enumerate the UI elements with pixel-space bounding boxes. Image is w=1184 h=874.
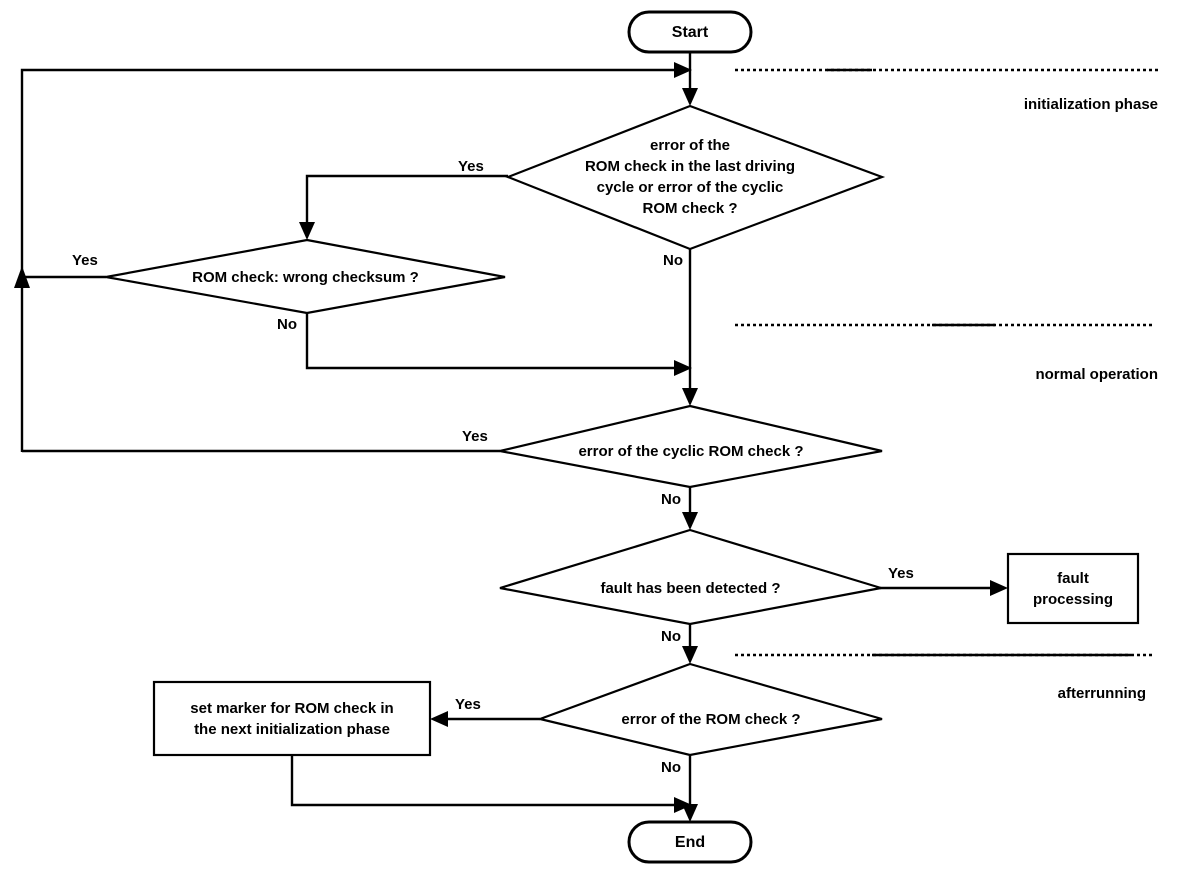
end-terminator-shape <box>627 820 753 864</box>
branch-label-checksum-yes: Yes <box>72 252 98 269</box>
phase-label-afterrunning: afterrunning <box>1057 685 1146 702</box>
set-marker-line-1: set marker for ROM check in <box>190 699 394 717</box>
decision-cyclic-rom-line-1: error of the cyclic ROM check ? <box>578 442 804 460</box>
branch-label-rom-check-no: No <box>661 759 681 776</box>
decision-init-rom-line-3: cycle or error of the cyclic <box>596 179 784 196</box>
fault-processing-line-2: processing <box>1032 590 1114 608</box>
decision-fault-detected-line-1: fault has been detected ? <box>600 579 781 597</box>
branch-label-fault-detected-yes: Yes <box>888 565 914 582</box>
connector-checksum-yes-to-loopback <box>14 266 106 288</box>
decision-checksum-line-1: ROM check: wrong checksum ? <box>192 268 419 286</box>
start-terminator-label: Start <box>629 12 751 52</box>
decision-cyclic-rom-shape <box>499 404 883 489</box>
decision-rom-check-label: error of the ROM check ? <box>540 700 882 738</box>
connector-set-marker-to-end <box>290 755 692 813</box>
decision-checksum-label: ROM check: wrong checksum ? <box>106 258 505 296</box>
connector-rom-yes-to-set-marker <box>430 711 540 727</box>
branch-label-cyclic-rom-yes: Yes <box>462 428 488 445</box>
decision-checksum-shape <box>105 238 506 315</box>
decision-fault-detected-label: fault has been detected ? <box>500 569 881 607</box>
connector-cyclic-no-to-fault-decision <box>682 487 698 530</box>
connector-start-to-init-decision <box>682 52 698 106</box>
fault-processing-line-1: fault <box>1057 569 1089 587</box>
process-set-marker-label: set marker for ROM check in the next ini… <box>154 682 430 755</box>
decision-cyclic-rom-label: error of the cyclic ROM check ? <box>500 432 882 470</box>
decision-init-rom-line-1: error of the <box>649 137 730 154</box>
branch-label-init-rom-yes: Yes <box>458 158 484 175</box>
end-label-text: End <box>674 833 706 851</box>
branch-label-cyclic-rom-no: No <box>661 491 681 508</box>
process-fault-processing-shape <box>1006 552 1140 625</box>
phase-label-normal-operation: normal operation <box>1035 366 1158 383</box>
connector-checksum-no-to-spine <box>305 313 692 376</box>
decision-init-rom-line-4: ROM check ? <box>642 200 738 217</box>
set-marker-line-2: the next initialization phase <box>194 720 390 738</box>
connector-fault-yes-to-fault-processing <box>880 580 1008 596</box>
connector-init-no-spine <box>682 249 698 406</box>
connector-fault-no-to-rom-decision <box>682 624 698 664</box>
connector-init-yes-to-checksum <box>299 174 508 240</box>
process-fault-processing-label: fault processing <box>1008 554 1138 623</box>
start-terminator-shape <box>627 10 753 54</box>
decision-init-rom-shape <box>504 104 886 251</box>
phase-label-initialization-phase: initialization phase <box>1023 96 1158 113</box>
decision-fault-detected-shape <box>499 528 882 626</box>
decision-rom-check-shape <box>536 662 883 757</box>
connector-rom-no-to-end <box>682 755 698 822</box>
decision-init-rom-line-2: ROM check in the last driving <box>584 158 796 175</box>
connector-loopback-left-to-init <box>20 62 692 452</box>
branch-label-fault-detected-no: No <box>661 628 681 645</box>
decision-rom-check-line-1: error of the ROM check ? <box>621 710 801 728</box>
branch-label-init-rom-no: No <box>663 252 683 269</box>
branch-label-checksum-no: No <box>277 316 297 333</box>
process-set-marker-shape <box>152 680 432 757</box>
end-terminator-label: End <box>629 822 751 862</box>
start-label-text: Start <box>671 23 709 41</box>
branch-label-rom-check-yes: Yes <box>455 696 481 713</box>
decision-init-rom-label: error of the ROM check in the last drivi… <box>500 112 880 242</box>
